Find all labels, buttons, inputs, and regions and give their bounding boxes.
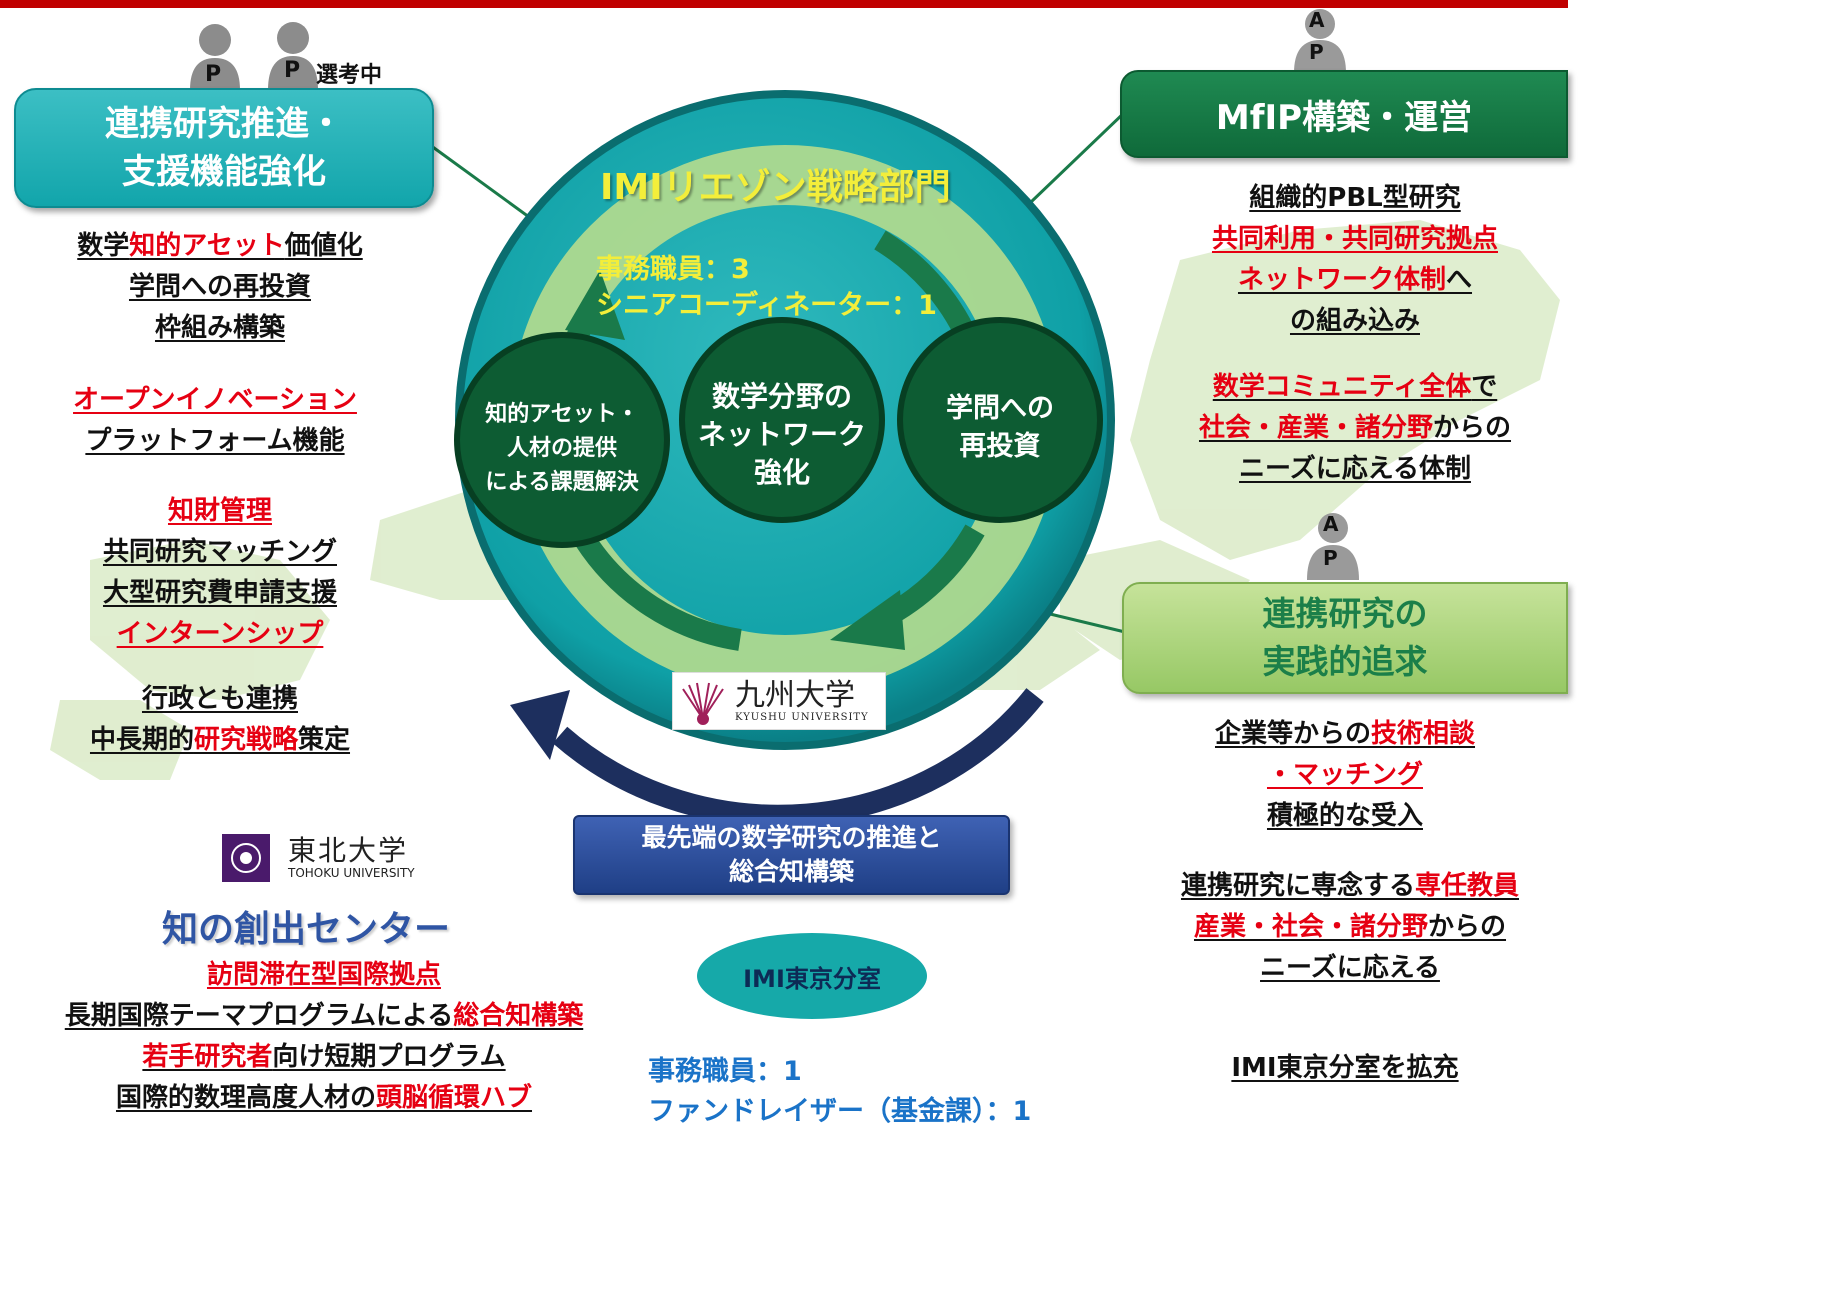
ap-mid-a: A — [1323, 512, 1339, 536]
right-b1-line1: 組織的PBL型研究 — [1249, 183, 1461, 213]
tohoku-line4: 国際的数理高度人材の頭脳循環ハブ — [115, 1083, 533, 1113]
right-b3-line1: 企業等からの技術相談 — [1214, 719, 1476, 749]
left-b2-line1: オープンイノベーション — [73, 385, 357, 415]
right-text-block-3: 企業等からの技術相談 ・マッチング 積極的な受入 — [1135, 714, 1555, 837]
ap-top-a: A — [1309, 8, 1325, 32]
left-b2-line2: プラットフォーム機能 — [85, 426, 345, 456]
center-staff-2: シニアコーディネーター：1 — [596, 290, 937, 321]
center-staff-1: 事務職員：3 — [596, 254, 750, 285]
center-staff: 事務職員：3 シニアコーディネーター：1 — [596, 252, 937, 324]
ap-mid-p: P — [1323, 546, 1338, 570]
tokyo-staff-1: 事務職員：1 — [648, 1056, 802, 1087]
center-title: IMIリエゾン戦略部門 — [600, 167, 951, 208]
left-b3-line2: 共同研究マッチング — [102, 537, 337, 567]
tohoku-line3: 若手研究者向け短期プログラム — [142, 1042, 506, 1072]
right-b4-line3: ニーズに応える — [1260, 953, 1440, 983]
right-text-block-2: 数学コミュニティ全体で 社会・産業・諸分野からの ニーズに応える体制 — [1145, 367, 1565, 490]
right-b4-line1: 連携研究に専念する専任教員 — [1180, 871, 1520, 901]
left-function-box: 連携研究推進・ 支援機能強化 — [14, 88, 434, 208]
kyushu-emblem-icon — [682, 682, 724, 725]
top-accent-bar — [0, 0, 1568, 8]
circle-label-reinvest: 学問への 再投資 — [946, 393, 1054, 462]
tohoku-logo: 東北大学 TOHOKU UNIVERSITY — [222, 834, 415, 882]
left-b3-line4: インターンシップ — [116, 619, 324, 649]
right-b1-line3: ネットワーク体制へ — [1237, 265, 1473, 295]
left-b4-line2: 中長期的研究戦略策定 — [89, 725, 351, 755]
left-box-line1: 連携研究推進・ — [105, 104, 343, 144]
left-text-block-4: 行政とも連携 中長期的研究戦略策定 — [20, 679, 420, 761]
person-label-p2: P — [284, 58, 301, 83]
tohoku-line1: 訪問滞在型国際拠点 — [206, 960, 441, 990]
japan-map-background — [50, 220, 1560, 780]
right-text-block-1: 組織的PBL型研究 共同利用・共同研究拠点 ネットワーク体制へ の組み込み — [1145, 178, 1565, 342]
central-circle-graphic — [454, 90, 1115, 827]
left-text-block-2: オープンイノベーション プラットフォーム機能 — [10, 380, 420, 462]
tohoku-en: TOHOKU UNIVERSITY — [288, 866, 415, 880]
circle-label-assets: 知的アセット・ 人材の提供 による課題解決 — [485, 402, 639, 495]
left-b1-line2: 学問への再投資 — [128, 272, 311, 302]
circle-label-network: 数学分野の ネットワーク 強化 — [697, 380, 866, 489]
mfip-box: MfIP構築・運営 — [1120, 70, 1568, 158]
joint-research-box: 連携研究の 実践的追求 — [1122, 582, 1568, 694]
left-b3-line3: 大型研究費申請支援 — [102, 578, 337, 608]
right-b1-line4: の組み込み — [1289, 306, 1420, 336]
left-b1-line1: 数学知的アセット価値化 — [77, 231, 363, 261]
right-b5-line1: IMI東京分室を拡充 — [1231, 1053, 1459, 1083]
tohoku-line2: 長期国際テーマプログラムによる総合知構築 — [64, 1001, 584, 1031]
frontier-research-box: 最先端の数学研究の推進と 総合知構築 — [573, 815, 1010, 895]
right-b2-line1: 数学コミュニティ全体で — [1212, 372, 1498, 402]
person-icon-ap-top — [1294, 9, 1346, 73]
left-b4-line1: 行政とも連携 — [141, 684, 298, 714]
tohoku-emblem-icon — [222, 834, 270, 882]
tohoku-text-block: 訪問滞在型国際拠点 長期国際テーマプログラムによる総合知構築 若手研究者向け短期… — [4, 955, 644, 1119]
kyushu-logo: 九州大学 KYUSHU UNIVERSITY — [672, 672, 886, 730]
person-label-p1: P — [205, 62, 222, 87]
left-b3-line1: 知財管理 — [167, 496, 272, 526]
tohoku-name: 東北大学 — [288, 834, 409, 867]
left-text-block-1: 数学知的アセット価値化 学問への再投資 枠組み構築 — [20, 226, 420, 349]
person-status: 選考中 — [316, 63, 383, 88]
tokyo-branch-ellipse: IMI東京分室 — [697, 933, 927, 1019]
tokyo-staff: 事務職員：1 ファンドレイザー（基金課）：1 — [648, 1052, 1031, 1132]
person-icons-left — [190, 22, 318, 90]
kyushu-name: 九州大学 — [735, 677, 855, 713]
left-b1-line3: 枠組み構築 — [154, 313, 285, 343]
right-b3-line3: 積極的な受入 — [1266, 801, 1423, 831]
right-b1-line2: 共同利用・共同研究拠点 — [1211, 224, 1498, 254]
left-box-line2: 支援機能強化 — [122, 152, 326, 192]
ap-top-p: P — [1309, 40, 1324, 64]
person-icon-ap-mid — [1307, 513, 1359, 580]
right-b2-line2: 社会・産業・諸分野からの — [1198, 413, 1512, 443]
right-b4-line2: 産業・社会・諸分野からの — [1193, 912, 1507, 942]
right-b3-line2: ・マッチング — [1266, 760, 1423, 790]
kyushu-en: KYUSHU UNIVERSITY — [735, 711, 869, 723]
right-text-block-5: IMI東京分室を拡充 — [1135, 1048, 1555, 1089]
right-b2-line3: ニーズに応える体制 — [1239, 454, 1471, 484]
tohoku-center-title: 知の創出センター — [162, 909, 451, 950]
right-text-block-4: 連携研究に専念する専任教員 産業・社会・諸分野からの ニーズに応える — [1135, 866, 1565, 989]
left-text-block-3: 知財管理 共同研究マッチング 大型研究費申請支援 インターンシップ — [20, 491, 420, 655]
tokyo-staff-2: ファンドレイザー（基金課）：1 — [648, 1096, 1032, 1127]
